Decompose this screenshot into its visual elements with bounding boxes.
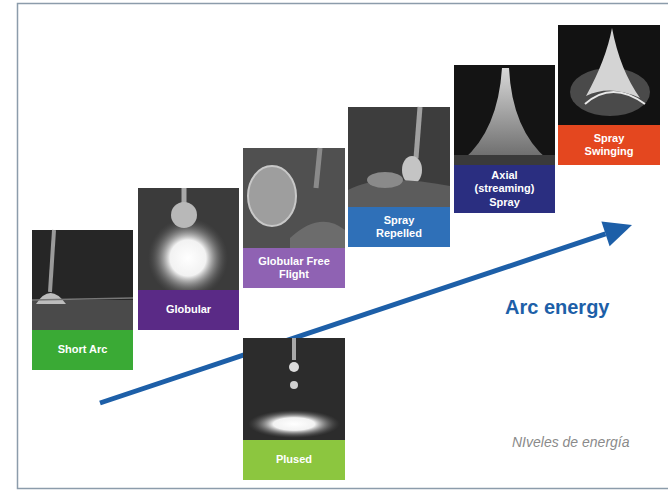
axial-spray-photo [454, 65, 555, 165]
arrow-label: Arc energy [505, 296, 610, 319]
globular-free-flight-photo [243, 148, 345, 248]
pulsed-photo [243, 338, 345, 440]
mode-label: Globular [166, 303, 211, 316]
mode-label-box: Spray Swinging [558, 125, 660, 165]
caption: NIveles de energía [512, 434, 630, 450]
short-arc-photo [32, 230, 133, 330]
mode-label-box: Plused [243, 440, 345, 480]
mode-label: Plused [276, 453, 312, 466]
mode-label-box: Globular Free Flight [243, 248, 345, 288]
mode-label: Globular Free Flight [257, 255, 331, 281]
mode-label-box: Spray Repelled [348, 207, 450, 247]
mode-label: Short Arc [58, 343, 108, 356]
mode-label: Axial (streaming) Spray [460, 169, 549, 209]
spray-swinging-photo [558, 25, 660, 125]
mode-label: Spray Swinging [574, 132, 644, 158]
mode-label-box: Axial (streaming) Spray [454, 165, 555, 213]
frame [18, 4, 668, 489]
mode-label-box: Globular [138, 290, 239, 330]
mode-label-box: Short Arc [32, 330, 133, 370]
spray-repelled-photo [348, 107, 450, 207]
globular-photo [138, 188, 239, 298]
mode-label: Spray Repelled [364, 214, 434, 240]
